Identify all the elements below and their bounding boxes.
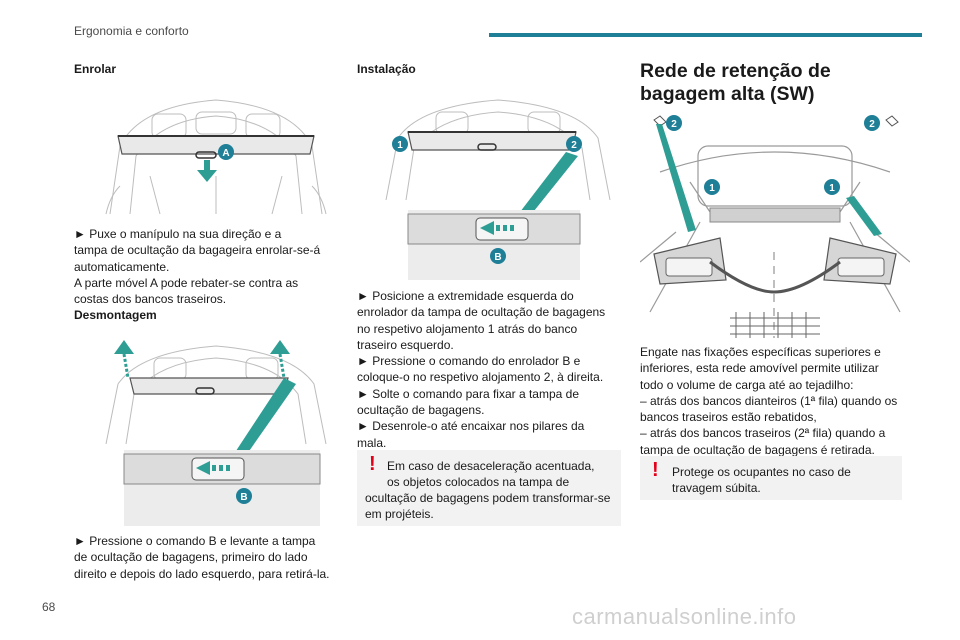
text-line: ► Pressione o comando do enrolador B e	[357, 354, 581, 369]
label-2: 2	[671, 119, 677, 130]
paragraph-desmontagem: ► Pressione o comando B e levante a tamp…	[74, 533, 344, 582]
text-line: – atrás dos bancos dianteiros (1ª fila) …	[640, 393, 898, 408]
label-2: 2	[869, 119, 875, 130]
text-line: tampa de ocultação de bagagens é retirad…	[640, 442, 875, 457]
text-line: ► Pressione o comando B e levante a tamp…	[74, 534, 316, 548]
text-line: automaticamente.	[74, 259, 170, 274]
header-accent-bar	[489, 33, 922, 37]
warning-line: Protege os ocupantes no caso de	[672, 465, 851, 479]
warning-box-protection: ! Protege os ocupantes no caso de travag…	[640, 456, 902, 500]
text-line: direito e depois do lado esquerdo, para …	[74, 566, 330, 581]
text-line: Engate nas fixações específicas superior…	[640, 345, 881, 359]
paragraph-enrolar: ► Puxe o manípulo na sua direção e a tam…	[74, 226, 340, 307]
label-B: B	[240, 492, 247, 503]
text-line: ► Solte o comando para fixar a tampa de	[357, 386, 579, 401]
text-line: de ocultação de bagagens, primeiro do la…	[74, 550, 308, 565]
text-line: mala.	[357, 435, 387, 450]
warning-line: Em caso de desaceleração acentuada,	[387, 459, 595, 473]
illustration-desmontagem: B	[105, 340, 327, 526]
text-line: no respetivo alojamento 1 atrás do banco	[357, 321, 578, 336]
text-line: – atrás dos bancos traseiros (2ª fila) q…	[640, 426, 886, 441]
text-line: ocultação de bagagens.	[357, 403, 485, 418]
text-line: bancos traseiros estão rebatidos,	[640, 410, 817, 425]
warning-box-deceleration: ! Em caso de desaceleração acentuada, os…	[357, 450, 621, 526]
illustration-instalacao: 1 2 B	[385, 99, 611, 280]
text-line: traseiro esquerdo.	[357, 337, 454, 352]
paragraph-cargo-net: Engate nas fixações específicas superior…	[640, 344, 912, 458]
text-line: inferiores, esta rede amovível permite u…	[640, 361, 879, 376]
label-1: 1	[829, 183, 835, 194]
header-section-title: Ergonomia e conforto	[74, 24, 189, 38]
watermark: carmanualsonline.info	[572, 604, 797, 629]
text-line: tampa de ocultação da bagageira enrolar-…	[74, 243, 321, 258]
heading-enrolar: Enrolar	[74, 62, 117, 76]
warning-icon: !	[369, 453, 376, 475]
text-line: enrolador da tampa de ocultação de bagag…	[357, 305, 606, 320]
text-line: todo o volume de carga até ao tejadilho:	[640, 377, 854, 392]
text-line: coloque-o no respetivo alojamento 2, à d…	[357, 370, 604, 385]
heading-desmontagem: Desmontagem	[74, 308, 157, 322]
warning-line: ocultação de bagagens podem transformar-…	[365, 491, 611, 505]
label-A: A	[222, 148, 229, 159]
title-line-2: bagagem alta (SW)	[640, 83, 815, 105]
text-line: ► Puxe o manípulo na sua direção e a	[74, 227, 282, 241]
label-1: 1	[397, 140, 403, 151]
label-B: B	[494, 252, 501, 263]
text-line: ► Desenrole-o até encaixar nos pilares d…	[357, 419, 585, 434]
illustration-enrolar: A	[105, 99, 327, 215]
text-line: costas dos bancos traseiros.	[74, 292, 227, 307]
label-1: 1	[709, 183, 715, 194]
warning-line: travagem súbita.	[672, 481, 761, 496]
label-2: 2	[571, 140, 577, 151]
page-title: Rede de retenção de bagagem alta (SW)	[640, 60, 831, 106]
warning-line: os objetos colocados na tampa de	[387, 475, 570, 490]
warning-icon: !	[652, 459, 659, 481]
paragraph-instalacao: ► Posicione a extremidade esquerda do en…	[357, 288, 625, 451]
text-line: ► Posicione a extremidade esquerda do	[357, 289, 574, 303]
warning-line: em projéteis.	[365, 507, 434, 522]
illustration-cargo-net: 2 2 1 1	[640, 115, 910, 338]
heading-instalacao: Instalação	[357, 62, 416, 76]
text-line: A parte móvel A pode rebater-se contra a…	[74, 275, 299, 290]
page-number: 68	[42, 600, 56, 614]
title-line-1: Rede de retenção de	[640, 60, 831, 82]
